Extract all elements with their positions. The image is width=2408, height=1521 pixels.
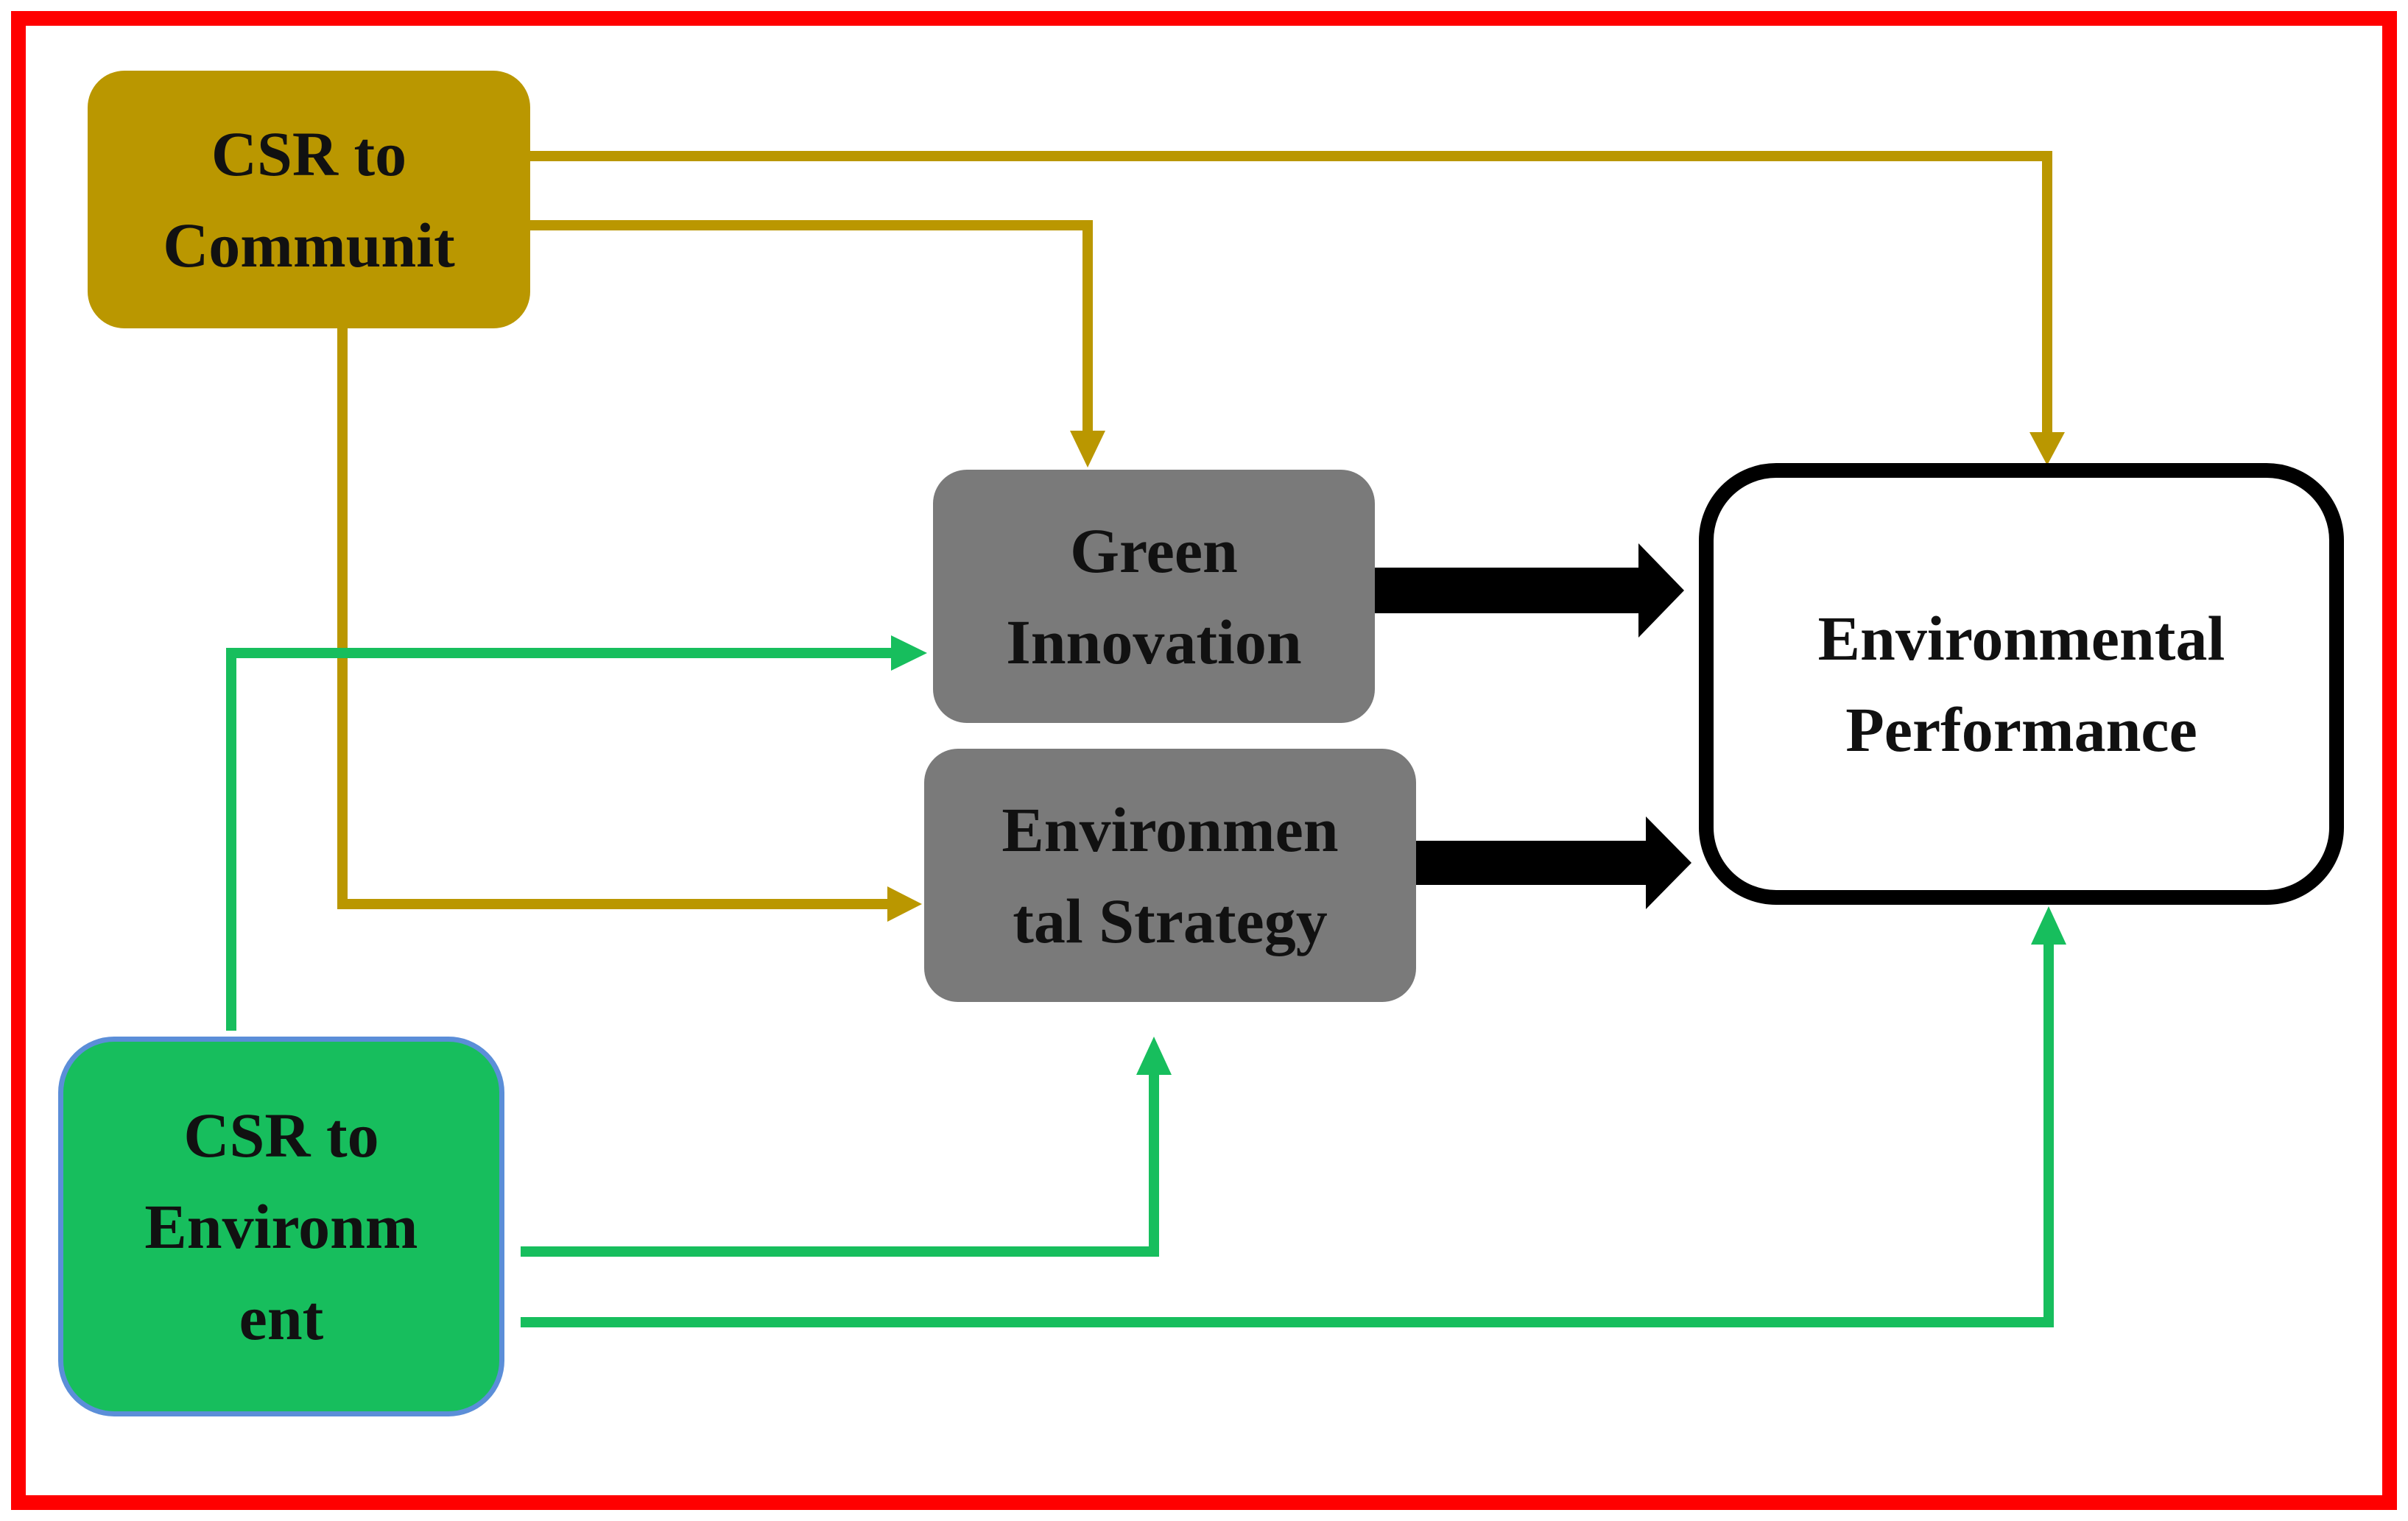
node-green-innovation: Green Innovation: [933, 470, 1375, 723]
edge-green-innovation-to-performance: [1375, 543, 1684, 638]
node-label-line: Green: [1070, 515, 1238, 586]
outer-frame: [11, 11, 2397, 1510]
node-environmental-performance: Environmental Performance: [1699, 463, 2344, 905]
node-label-line: Environmen: [1001, 794, 1339, 865]
edge-community-to-performance: [530, 151, 2065, 465]
node-label-line: Communit: [163, 210, 455, 280]
node-label-line: Innovation: [1006, 607, 1302, 677]
node-csr-environment: CSR to Environm ent: [58, 1037, 504, 1416]
node-label-line: Environm: [144, 1191, 418, 1262]
node-label-line: CSR to: [211, 119, 407, 189]
node-label-line: ent: [239, 1282, 324, 1353]
node-environmental-strategy: Environmen tal Strategy: [924, 749, 1416, 1002]
edge-community-to-green-innovation: [530, 220, 1105, 467]
edge-environment-to-green-innovation: [226, 635, 927, 1031]
node-label-line: Performance: [1845, 694, 2197, 765]
node-label-line: tal Strategy: [1013, 886, 1328, 956]
node-label-line: CSR to: [183, 1100, 379, 1171]
edge-strategy-to-performance: [1416, 816, 1691, 909]
node-label-line: Environmental: [1817, 603, 2225, 674]
node-csr-community: CSR to Communit: [88, 71, 530, 328]
edge-community-to-strategy: [337, 328, 922, 922]
edge-environment-to-performance: [521, 906, 2066, 1327]
edge-environment-to-strategy: [521, 1037, 1172, 1257]
